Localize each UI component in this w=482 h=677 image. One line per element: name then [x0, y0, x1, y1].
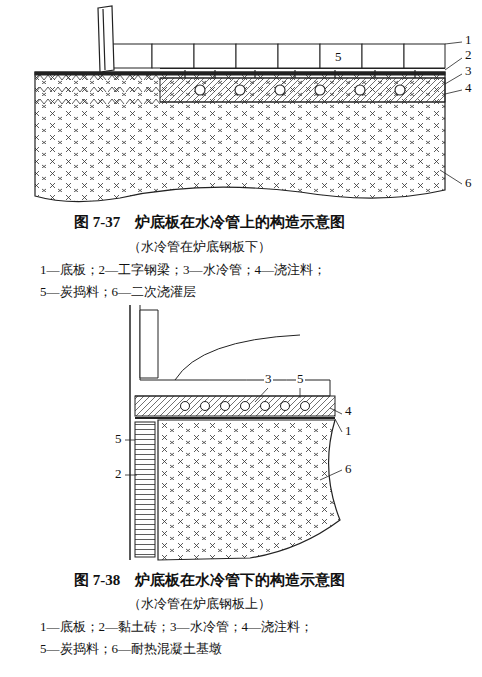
- callout-number: 1: [344, 424, 353, 439]
- callout-number: 5: [334, 50, 343, 65]
- figure-7-38: [125, 305, 342, 560]
- callout-number: 5: [114, 432, 123, 447]
- callout-number: 6: [464, 176, 473, 191]
- callout-number: 4: [344, 404, 353, 419]
- caption-text: （水冷管在炉底钢板上）: [128, 597, 271, 612]
- caption-text: 5—炭捣料；6—二次浇灌层: [40, 285, 196, 300]
- caption-text: （水冷管在炉底钢板下）: [128, 240, 271, 255]
- figure-7-37: [35, 6, 462, 202]
- caption-text: 5—炭捣料；6—耐热混凝土基墩: [40, 642, 222, 657]
- callout-number: 3: [264, 372, 273, 387]
- callout-number: 6: [344, 462, 353, 477]
- callout-number: 3: [464, 64, 473, 79]
- callout-number: 5: [296, 372, 305, 387]
- callout-number: 2: [114, 467, 123, 482]
- callout-number: 1: [464, 33, 473, 48]
- caption-text: 1—底板；2—黏土砖；3—水冷管；4—浇注料；: [40, 620, 313, 635]
- callout-number: 2: [464, 48, 473, 63]
- callout-number: 4: [464, 81, 473, 96]
- caption-text: 图 7-37 炉底板在水冷管上的构造示意图: [74, 214, 345, 231]
- caption-text: 1—底板；2—工字钢梁；3—水冷管；4—浇注料；: [40, 263, 326, 278]
- caption-text: 图 7-38 炉底板在水冷管下的构造示意图: [74, 572, 345, 589]
